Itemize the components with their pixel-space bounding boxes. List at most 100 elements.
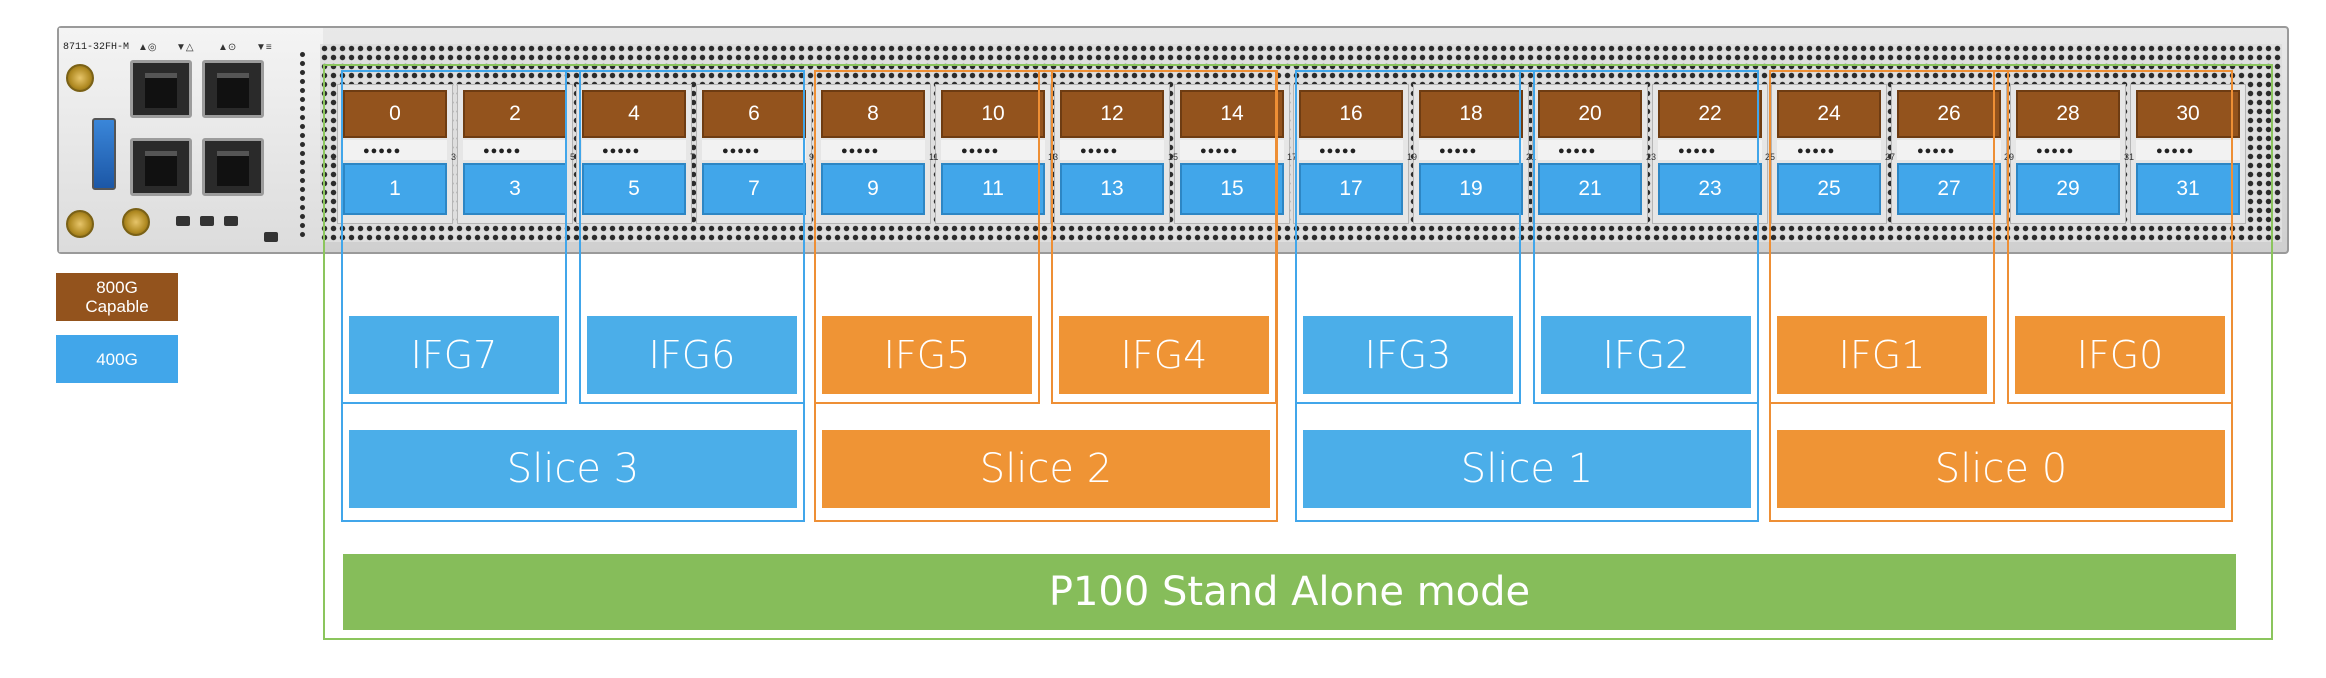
ifg-block-ifg0: IFG0: [2015, 316, 2225, 394]
port-side-number: 9: [809, 152, 815, 162]
port-side-number: 5: [570, 152, 576, 162]
port-led-row: [1777, 140, 1881, 160]
port-400g: 17: [1299, 163, 1403, 215]
port-400g: 3: [463, 163, 567, 215]
vent-strip: [298, 50, 308, 240]
ifg-block-ifg4: IFG4: [1059, 316, 1269, 394]
port-side-number: 7: [690, 152, 696, 162]
port-400g: 15: [1180, 163, 1284, 215]
reset-button-icon: [264, 232, 278, 242]
port-led-indicators: ●●●●●: [1917, 145, 1956, 157]
port-led-row: [702, 140, 806, 160]
slice-block-slice-1: Slice 1: [1303, 430, 1751, 508]
ifg-block-ifg3: IFG3: [1303, 316, 1513, 394]
port-led-indicators: ●●●●●: [2156, 145, 2195, 157]
port-side-number: 15: [1168, 152, 1179, 162]
legend-800g-line-1: 800G: [96, 278, 138, 297]
mgmt-rj45-port-4: [202, 138, 264, 196]
port-led-row: [2136, 140, 2240, 160]
port-led-indicators: ●●●●●: [1319, 145, 1358, 157]
port-status-icons-left: ▲◎: [138, 42, 157, 53]
port-led-indicators: ●●●●●: [2036, 145, 2075, 157]
slice-outline: [1295, 70, 1759, 522]
port-led-row: [2016, 140, 2120, 160]
port-800g: 16: [1299, 90, 1403, 138]
port-side-number: 21: [1526, 152, 1537, 162]
port-800g: 26: [1897, 90, 2001, 138]
port-side-number: 27: [1885, 152, 1896, 162]
port-status-icons-left-2: ▼△: [176, 42, 194, 53]
port-800g: 28: [2016, 90, 2120, 138]
port-side-number: 17: [1287, 152, 1298, 162]
port-led-row: [1897, 140, 2001, 160]
port-side-number: 11: [929, 152, 939, 162]
port-400g: 1: [343, 163, 447, 215]
port-side-number: 29: [2004, 152, 2015, 162]
port-side-number: 13: [1048, 152, 1059, 162]
legend-800g-line-2: Capable: [85, 297, 149, 316]
port-800g: 30: [2136, 90, 2240, 138]
port-800g: 14: [1180, 90, 1284, 138]
port-led-indicators: ●●●●●: [722, 145, 761, 157]
port-led-indicators: ●●●●●: [1080, 145, 1119, 157]
port-800g: 18: [1419, 90, 1523, 138]
chassis-model-label: 8711-32FH-M: [63, 42, 130, 53]
slice-block-slice-3: Slice 3: [349, 430, 797, 508]
port-led-indicators: ●●●●●: [1678, 145, 1717, 157]
port-led-row: [1060, 140, 1164, 160]
port-800g: 10: [941, 90, 1045, 138]
port-800g: 2: [463, 90, 567, 138]
slice-outline: [1769, 70, 2233, 522]
port-led-indicators: ●●●●●: [483, 145, 522, 157]
port-led-row: [1419, 140, 1523, 160]
port-led-indicators: ●●●●●: [1558, 145, 1597, 157]
port-led-row: [821, 140, 925, 160]
port-400g: 23: [1658, 163, 1762, 215]
port-800g: 8: [821, 90, 925, 138]
port-led-row: [1658, 140, 1762, 160]
console-port-icon: [176, 216, 190, 226]
legend-800g-capable: 800G Capable: [56, 273, 178, 321]
port-400g: 11: [941, 163, 1045, 215]
timing-connector-2-icon: [122, 208, 150, 236]
slice-block-slice-2: Slice 2: [822, 430, 1270, 508]
port-side-number: 23: [1646, 152, 1657, 162]
aux-port-icon: [200, 216, 214, 226]
port-400g: 29: [2016, 163, 2120, 215]
port-400g: 5: [582, 163, 686, 215]
port-led-indicators: ●●●●●: [961, 145, 1000, 157]
slice-outline: [341, 70, 805, 522]
mgmt-rj45-port-3: [130, 138, 192, 196]
timing-connector-icon: [66, 210, 94, 238]
gps-antenna-connector-icon: [66, 64, 94, 92]
port-400g: 21: [1538, 163, 1642, 215]
port-400g: 19: [1419, 163, 1523, 215]
port-800g: 4: [582, 90, 686, 138]
port-side-number: 3: [451, 152, 457, 162]
port-400g: 7: [702, 163, 806, 215]
port-800g: 0: [343, 90, 447, 138]
port-led-indicators: ●●●●●: [1439, 145, 1478, 157]
legend-400g-label: 400G: [96, 349, 138, 369]
port-led-indicators: ●●●●●: [363, 145, 402, 157]
port-side-number: 1: [331, 152, 337, 162]
standalone-mode-bar: P100 Stand Alone mode: [343, 554, 2236, 630]
usb-port-icon: [92, 118, 116, 190]
port-400g: 9: [821, 163, 925, 215]
mgmt-rj45-port-1: [130, 60, 192, 118]
port-led-row: [582, 140, 686, 160]
port-led-row: [941, 140, 1045, 160]
port-led-row: [343, 140, 447, 160]
port-led-indicators: ●●●●●: [1797, 145, 1836, 157]
port-led-indicators: ●●●●●: [841, 145, 880, 157]
port-800g: 22: [1658, 90, 1762, 138]
port-800g: 12: [1060, 90, 1164, 138]
port-status-icons-right: ▲⊙: [218, 42, 237, 53]
slice-outline: [814, 70, 1278, 522]
slice-block-slice-0: Slice 0: [1777, 430, 2225, 508]
port-400g: 25: [1777, 163, 1881, 215]
port-led-row: [1538, 140, 1642, 160]
ifg-block-ifg7: IFG7: [349, 316, 559, 394]
port-side-number: 19: [1407, 152, 1418, 162]
